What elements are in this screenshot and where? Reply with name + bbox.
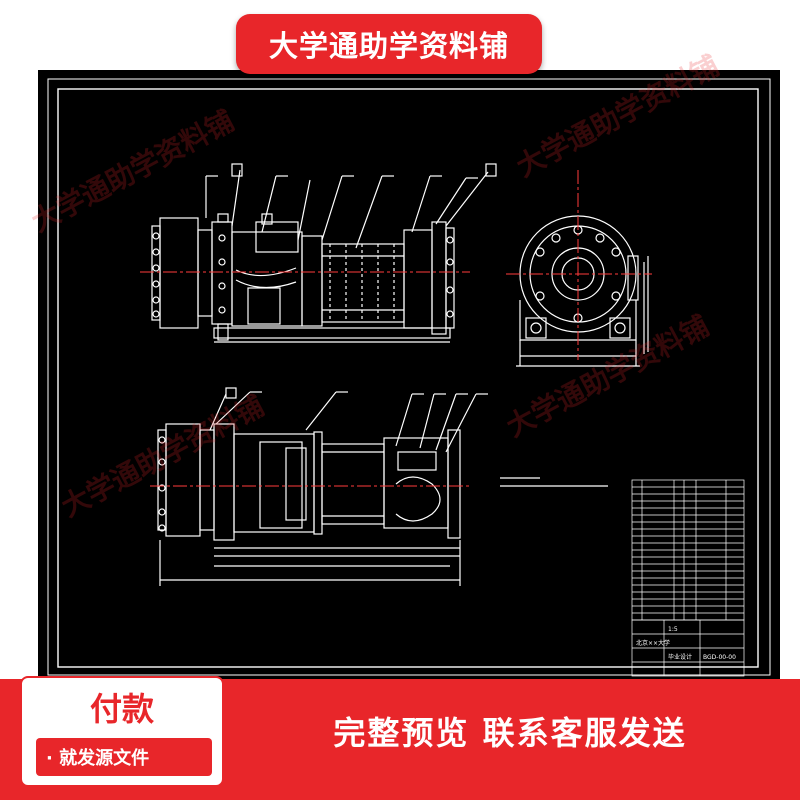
payment-subtitle: · 就发源文件 bbox=[36, 738, 212, 776]
cad-drawing-sheet bbox=[38, 70, 780, 687]
top-view bbox=[157, 387, 608, 586]
title-block-drawing-no: BGD-00-00 bbox=[703, 654, 736, 661]
side-view bbox=[516, 215, 649, 367]
footer-contact-text: 完整预览 联系客服发送 bbox=[333, 714, 687, 752]
inner-border bbox=[57, 88, 759, 668]
title-block-design: 毕业设计 bbox=[668, 653, 692, 661]
outer-border bbox=[47, 78, 771, 676]
payment-title: 付款 bbox=[89, 690, 154, 728]
title-block-scale: 1:5 bbox=[668, 626, 678, 633]
title-block-school: 北京××大学 bbox=[636, 639, 670, 647]
payment-box[interactable]: 付款 · 就发源文件 bbox=[20, 676, 224, 787]
front-motor-flange bbox=[159, 217, 199, 329]
parts-list-table bbox=[631, 479, 745, 677]
shop-name-banner: 大学通助学资料铺 bbox=[236, 14, 542, 74]
top-motor-flange bbox=[165, 423, 201, 537]
front-view bbox=[151, 163, 497, 343]
